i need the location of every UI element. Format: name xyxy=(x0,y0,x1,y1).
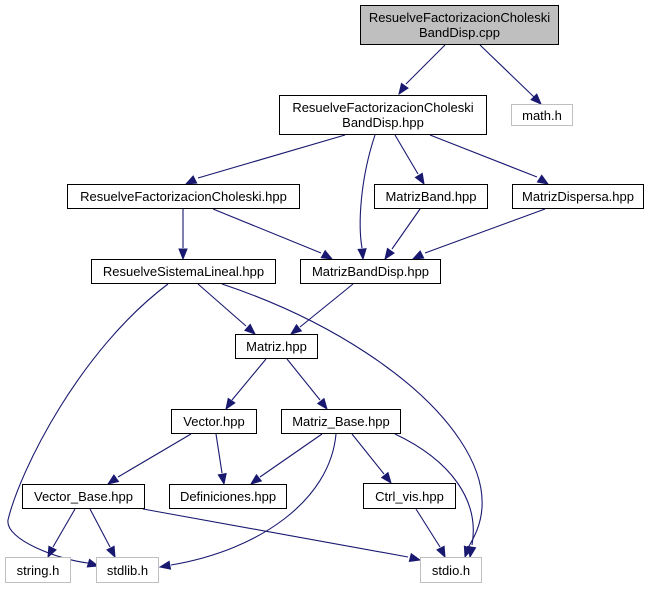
edge-root-to-math_h xyxy=(479,44,542,105)
edge-line xyxy=(215,433,223,474)
edge-line xyxy=(405,44,446,85)
edge-line xyxy=(197,134,346,179)
node-ctrl-vis-hpp[interactable]: Ctrl_vis.hpp xyxy=(363,483,456,509)
node-rsl-hpp[interactable]: ResuelveSistemaLineal.hpp xyxy=(91,259,276,284)
node-matrizdispersa-hpp[interactable]: MatrizDispersa.hpp xyxy=(512,184,644,209)
edge-line xyxy=(359,134,376,249)
edge-line xyxy=(429,134,538,178)
edge-matriz_base_hpp-to-stdio_h xyxy=(394,433,477,559)
edge-rfcbd_hpp-to-matrizband_hpp xyxy=(394,134,425,186)
node-root: ResuelveFactorizacionCholeski BandDisp.c… xyxy=(360,5,559,45)
edge-line xyxy=(117,433,192,478)
edge-line xyxy=(7,283,169,564)
edge-line xyxy=(351,433,385,475)
edge-vector_base_hpp-to-stdlib_h xyxy=(89,508,116,559)
node-stdlib-h: stdlib.h xyxy=(96,557,159,583)
edge-root-to-rfcbd_hpp xyxy=(398,44,446,96)
edge-line xyxy=(231,358,267,401)
edge-line xyxy=(221,283,483,549)
edge-rfcbd_hpp-to-matrizbanddisp_hpp xyxy=(357,134,376,261)
edge-matriz_base_hpp-to-definiciones_hpp xyxy=(249,433,323,485)
node-string-h: string.h xyxy=(5,557,71,583)
arrowhead-icon xyxy=(530,93,542,105)
edge-matriz_hpp-to-vector_hpp xyxy=(225,358,267,411)
edge-matrizbanddisp_hpp-to-matriz_hpp xyxy=(289,283,354,335)
node-rfc-hpp[interactable]: ResuelveFactorizacionCholeski.hpp xyxy=(67,184,300,209)
edge-vector_base_hpp-to-stdio_h xyxy=(142,508,422,563)
edge-line xyxy=(212,208,322,254)
arrowhead-icon xyxy=(184,175,198,185)
node-matrizband-hpp[interactable]: MatrizBand.hpp xyxy=(374,184,488,209)
arrowhead-icon xyxy=(249,473,263,485)
arrowhead-icon xyxy=(357,248,367,261)
arrowhead-icon xyxy=(158,560,172,570)
edge-rfcbd_hpp-to-matrizdispersa_hpp xyxy=(429,134,550,185)
arrowhead-icon xyxy=(217,472,227,486)
edge-vector_hpp-to-vector_base_hpp xyxy=(106,433,192,485)
arrowhead-icon xyxy=(47,545,57,559)
arrowhead-icon xyxy=(106,474,120,485)
node-matriz-hpp[interactable]: Matriz.hpp xyxy=(235,334,318,359)
arrowhead-icon xyxy=(384,247,395,261)
edge-line xyxy=(394,433,474,546)
edge-line xyxy=(391,208,421,250)
edge-line xyxy=(170,433,337,566)
edge-line xyxy=(394,134,419,175)
arrowhead-icon xyxy=(316,397,328,411)
edge-rfcbd_hpp-to-rfc_hpp xyxy=(184,134,346,185)
node-vector-hpp[interactable]: Vector.hpp xyxy=(171,409,257,434)
arrowhead-icon xyxy=(320,249,334,260)
arrowhead-icon xyxy=(414,172,425,186)
edge-rsl_hpp-to-stdlib_h xyxy=(7,283,169,568)
edge-line xyxy=(415,508,441,548)
edge-vector_base_hpp-to-string_h xyxy=(47,508,76,559)
edge-rsl_hpp-to-matriz_hpp xyxy=(197,283,257,335)
edge-line xyxy=(197,283,247,327)
edge-line xyxy=(299,283,354,328)
node-rfcbd-hpp[interactable]: ResuelveFactorizacionCholeski BandDisp.h… xyxy=(279,95,487,135)
edge-line xyxy=(286,358,321,401)
arrowhead-icon xyxy=(408,552,422,563)
arrowhead-icon xyxy=(467,545,477,559)
node-matriz-base-hpp[interactable]: Matriz_Base.hpp xyxy=(281,409,401,434)
node-definiciones-hpp[interactable]: Definiciones.hpp xyxy=(169,484,287,509)
arrowhead-icon xyxy=(244,323,257,335)
edge-line xyxy=(479,44,535,98)
node-matrizbanddisp-hpp[interactable]: MatrizBandDisp.hpp xyxy=(300,259,441,284)
edge-line xyxy=(259,433,323,478)
edge-line xyxy=(142,508,409,558)
node-stdio-h: stdio.h xyxy=(420,557,482,583)
edge-vector_hpp-to-definiciones_hpp xyxy=(215,433,227,486)
edge-matrizdispersa_hpp-to-matrizbanddisp_hpp xyxy=(411,208,546,260)
arrowhead-icon xyxy=(436,545,446,559)
arrowhead-icon xyxy=(411,250,425,260)
edge-matrizband_hpp-to-matrizbanddisp_hpp xyxy=(384,208,421,261)
arrowhead-icon xyxy=(106,545,116,559)
edge-rfc_hpp-to-matrizbanddisp_hpp xyxy=(212,208,334,260)
node-math-h: math.h xyxy=(511,104,573,126)
arrowhead-icon xyxy=(289,323,303,335)
edge-matriz_base_hpp-to-ctrl_vis_hpp xyxy=(351,433,392,485)
arrowhead-icon xyxy=(380,471,392,485)
edge-rfc_hpp-to-rsl_hpp xyxy=(178,209,188,261)
edge-line xyxy=(89,508,111,548)
arrowhead-icon xyxy=(225,397,236,411)
node-vector-base-hpp[interactable]: Vector_Base.hpp xyxy=(22,484,145,509)
arrowhead-icon xyxy=(536,174,550,185)
arrowhead-icon xyxy=(86,558,100,568)
edge-matriz_hpp-to-matriz_base_hpp xyxy=(286,358,328,411)
arrowhead-icon xyxy=(178,248,188,261)
arrowhead-icon xyxy=(398,82,409,96)
edge-matriz_base_hpp-to-stdlib_h xyxy=(158,433,337,570)
edge-ctrl_vis_hpp-to-stdio_h xyxy=(415,508,446,559)
edge-line xyxy=(52,508,76,548)
edge-line xyxy=(424,208,546,254)
